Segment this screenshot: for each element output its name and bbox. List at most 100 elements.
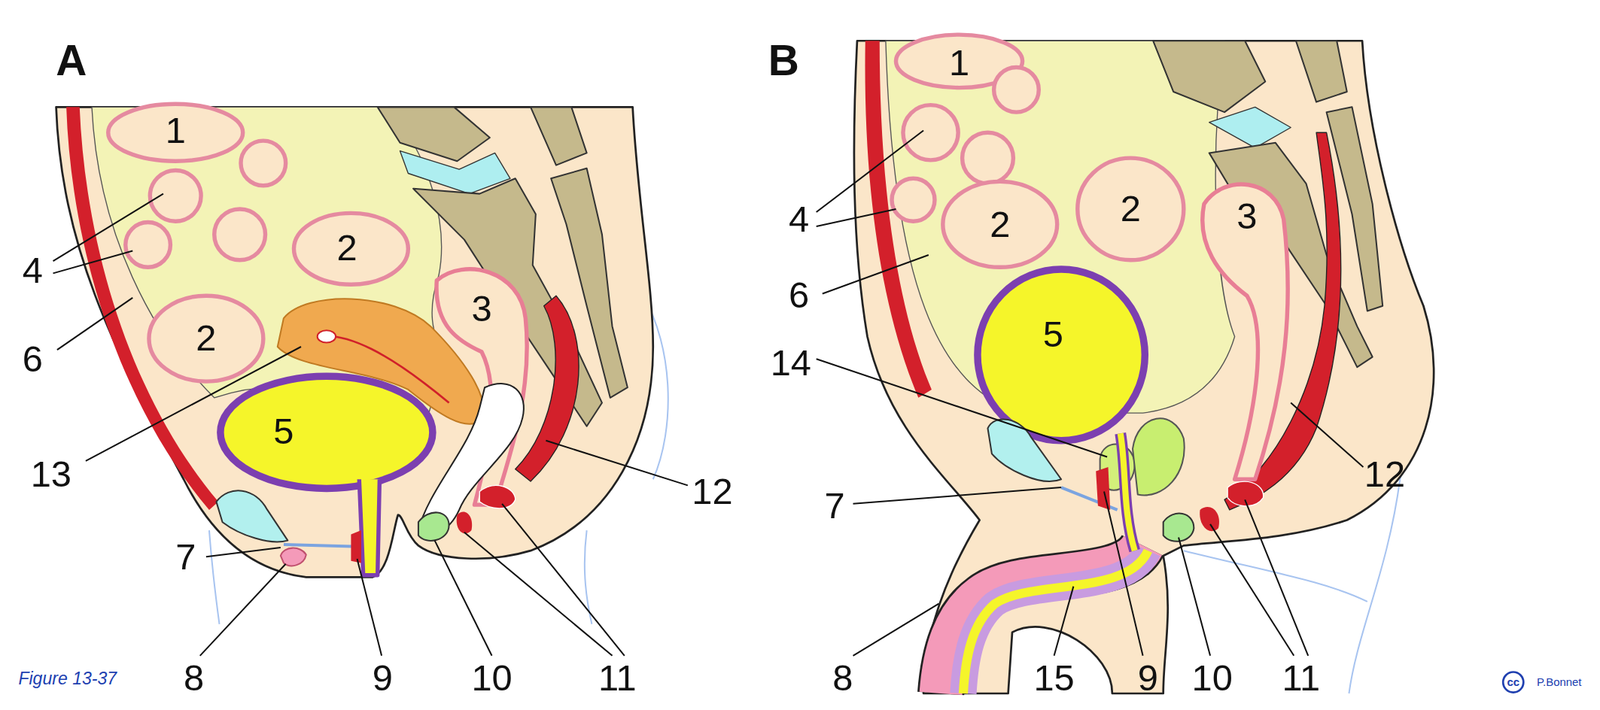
- callout-number: 4: [22, 252, 43, 289]
- anatomy-path: [418, 512, 450, 542]
- anatomy-line: [816, 130, 924, 213]
- callout-number: 4: [788, 200, 810, 238]
- anatomy-ellipse: [108, 103, 244, 162]
- anatomy-path: [1199, 507, 1220, 532]
- anatomy-line: [1054, 587, 1074, 657]
- anatomy-line: [464, 532, 613, 657]
- anatomy-circle: [1502, 672, 1524, 694]
- anatomy-circle: [149, 170, 201, 222]
- anatomy-ellipse: [977, 269, 1145, 442]
- anatomy-ellipse: [293, 212, 408, 285]
- panel-letter: A: [55, 39, 87, 83]
- anatomy-line: [53, 194, 164, 262]
- anatomy-ellipse: [149, 295, 264, 382]
- author-credit: P.Bonnet: [1536, 677, 1582, 689]
- callout-number: 2: [1120, 191, 1141, 229]
- anatomy-ellipse: [317, 330, 336, 343]
- anatomy-line: [357, 559, 383, 657]
- callout-number: 7: [175, 538, 196, 576]
- anatomy-path: [56, 106, 654, 578]
- anatomy-circle: [962, 132, 1014, 184]
- anatomy-line: [53, 251, 134, 274]
- anatomy-path: [283, 544, 359, 548]
- anatomy-path: [1295, 40, 1348, 102]
- anatomy-path: [456, 511, 472, 534]
- anatomy-line: [85, 346, 302, 462]
- anatomy-line: [200, 564, 286, 657]
- anatomy-path: [215, 490, 288, 542]
- anatomy-path: [1095, 467, 1111, 511]
- callout-number: 1: [949, 45, 970, 83]
- anatomy-line: [853, 487, 1062, 505]
- callout-number: 15: [1033, 660, 1074, 697]
- callout-number: 2: [336, 229, 357, 267]
- anatomy-line: [545, 441, 688, 487]
- anatomy-path: [1209, 106, 1291, 148]
- callout-number: 13: [30, 456, 72, 493]
- figure-caption: Figure 13-37: [18, 670, 117, 688]
- callout-number: 5: [273, 413, 294, 451]
- anatomy-path: [854, 40, 1434, 694]
- anatomy-path: [530, 106, 588, 165]
- callout-number: 3: [471, 290, 492, 328]
- anatomy-circle: [240, 140, 286, 186]
- anatomy-path: [1120, 433, 1135, 551]
- callout-number: 12: [691, 473, 733, 511]
- anatomy-path: [1202, 184, 1288, 480]
- anatomy-g: [53, 130, 1364, 657]
- anatomy-path: [280, 548, 307, 567]
- anatomy-line: [822, 255, 929, 295]
- panel-letter: B: [768, 39, 800, 83]
- callout-number: 8: [832, 660, 853, 697]
- callout-number: 6: [22, 340, 43, 378]
- anatomy-line: [816, 358, 1108, 457]
- license-mark: cc: [1506, 677, 1520, 689]
- callout-number: 14: [770, 344, 812, 382]
- anatomy-ellipse: [942, 181, 1058, 268]
- anatomy-path: [479, 485, 515, 508]
- callout-number: 9: [1137, 660, 1159, 697]
- anatomy-line: [1244, 499, 1308, 656]
- anatomy-path: [350, 530, 362, 563]
- callout-number: 2: [989, 206, 1010, 244]
- anatomy-line: [434, 541, 493, 657]
- callout-number: 7: [824, 487, 846, 525]
- anatomy-path: [1163, 514, 1195, 542]
- callout-number: 6: [788, 277, 810, 315]
- anatomy-line: [1104, 492, 1144, 657]
- callout-number: 10: [471, 660, 512, 697]
- anatomy-path: [358, 479, 380, 575]
- anatomy-g: [854, 34, 1434, 694]
- anatomy-ellipse: [220, 376, 433, 489]
- callout-number: 9: [372, 660, 393, 697]
- callout-number: 1: [165, 112, 186, 150]
- anatomy-path: [377, 106, 490, 162]
- anatomy-line: [57, 298, 133, 350]
- anatomy-circle: [903, 105, 959, 161]
- callout-number: 3: [1236, 197, 1257, 235]
- anatomy-line: [816, 209, 897, 227]
- anatomy-line: [501, 504, 625, 657]
- anatomy-circle: [994, 66, 1040, 113]
- anatomy-g: [56, 103, 669, 624]
- anatomy-circle: [214, 209, 266, 261]
- anatomy-path: [1120, 433, 1135, 551]
- callout-number: 11: [1281, 660, 1321, 697]
- anatomy-line: [1178, 538, 1211, 657]
- anatomy-g: [891, 34, 1184, 268]
- callout-number: 12: [1364, 456, 1406, 493]
- anatomy-path: [1152, 40, 1266, 113]
- anatomy-line: [206, 547, 281, 557]
- anatomy-path: [1132, 418, 1185, 496]
- callout-number: 11: [598, 660, 637, 697]
- anatomy-circle: [891, 178, 935, 222]
- anatomy-circle: [125, 222, 171, 268]
- callout-number: 8: [183, 660, 204, 697]
- anatomy-line: [1290, 403, 1363, 468]
- anatomy-ellipse: [1077, 158, 1184, 261]
- callout-number: 10: [1192, 660, 1233, 697]
- callout-number: 5: [1043, 316, 1064, 353]
- anatomy-line: [853, 604, 940, 657]
- callout-number: 2: [195, 320, 216, 358]
